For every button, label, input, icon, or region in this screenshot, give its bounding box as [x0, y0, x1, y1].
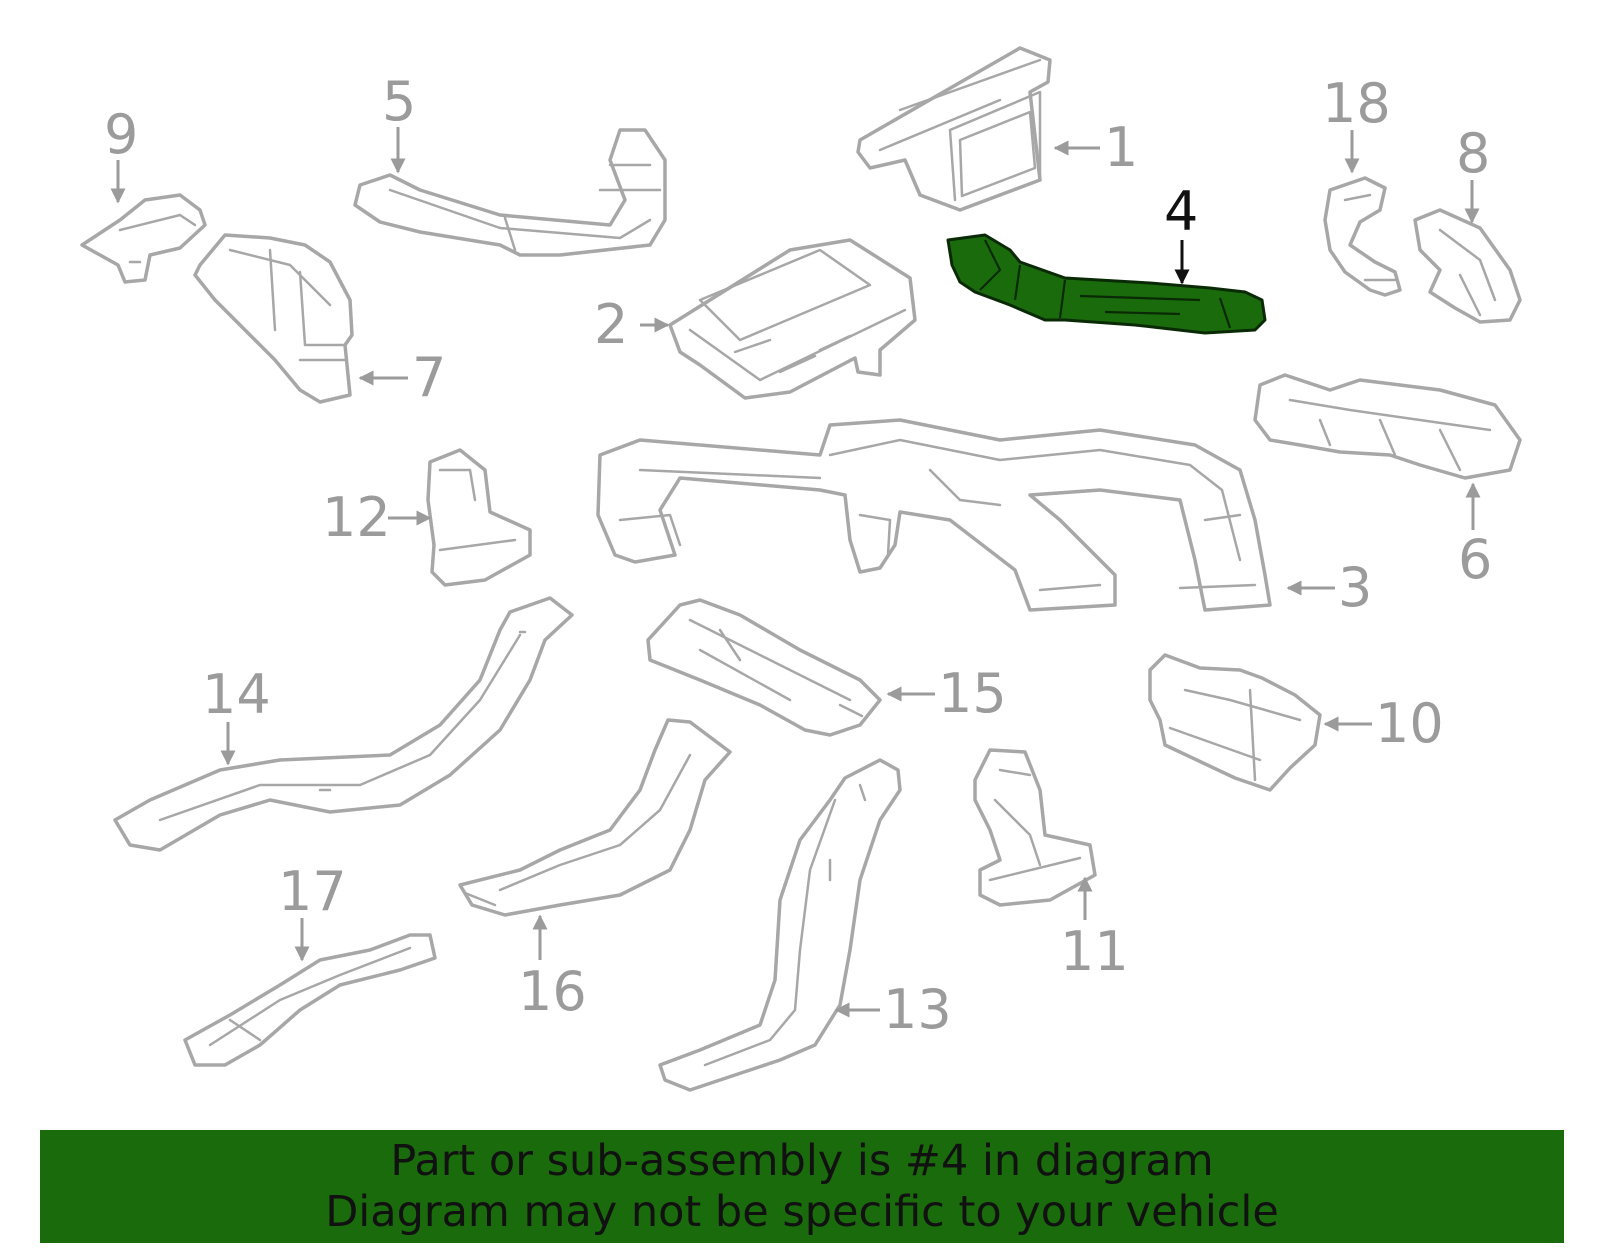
callout-11[interactable]: 11 — [1060, 876, 1129, 983]
callout-label-8: 8 — [1456, 122, 1490, 185]
callout-4[interactable]: 4 — [1164, 180, 1198, 285]
callout-label-1: 1 — [1104, 116, 1138, 179]
banner-line-2: Diagram may not be specific to your vehi… — [325, 1186, 1279, 1237]
part-16-floor-duct[interactable] — [458, 718, 732, 917]
part-7-blower-duct[interactable] — [193, 233, 354, 404]
callout-label-9: 9 — [104, 103, 138, 166]
callout-label-10: 10 — [1375, 692, 1444, 755]
callout-label-5: 5 — [382, 70, 416, 133]
part-9-bracket-duct[interactable] — [80, 193, 207, 284]
callout-label-11: 11 — [1060, 920, 1129, 983]
part-3-main-duct[interactable] — [596, 418, 1272, 612]
part-6-side-duct[interactable] — [1253, 373, 1522, 480]
part-17-floor-connector[interactable] — [183, 933, 437, 1067]
callout-16[interactable]: 16 — [518, 914, 587, 1023]
callout-label-18: 18 — [1322, 72, 1391, 135]
callout-6[interactable]: 6 — [1458, 482, 1492, 591]
part-18-hose[interactable] — [1323, 176, 1402, 297]
part-2-air-distribution-housing[interactable] — [668, 238, 917, 400]
part-4-duct-selected[interactable] — [946, 233, 1267, 335]
callout-12[interactable]: 12 — [322, 486, 432, 549]
callout-label-4: 4 — [1164, 180, 1198, 243]
parts-diagram: 1 2 3 4 5 6 7 8 9 10 11 12 — [80, 46, 1522, 1092]
part-13-rear-floor-duct[interactable] — [658, 758, 902, 1092]
callout-label-15: 15 — [938, 662, 1007, 725]
part-14-long-floor-duct[interactable] — [113, 596, 574, 852]
callout-label-14: 14 — [202, 663, 271, 726]
callout-13[interactable]: 13 — [834, 978, 952, 1041]
callout-5[interactable]: 5 — [382, 70, 416, 174]
callout-label-6: 6 — [1458, 528, 1492, 591]
callout-label-17: 17 — [278, 860, 347, 923]
callout-label-12: 12 — [322, 486, 391, 549]
part-5-upper-duct[interactable] — [353, 128, 667, 257]
callout-3[interactable]: 3 — [1286, 556, 1372, 619]
part-12-connector[interactable] — [426, 448, 532, 587]
callout-17[interactable]: 17 — [278, 860, 347, 962]
callout-label-2: 2 — [594, 293, 628, 356]
part-1-defroster-nozzle[interactable] — [856, 46, 1052, 212]
callout-8[interactable]: 8 — [1456, 122, 1490, 224]
callout-label-16: 16 — [518, 960, 587, 1023]
part-10-outlet-duct[interactable] — [1148, 653, 1322, 792]
callout-label-3: 3 — [1338, 556, 1372, 619]
callout-10[interactable]: 10 — [1323, 692, 1444, 755]
part-info-banner: Part or sub-assembly is #4 in diagram Di… — [40, 1130, 1564, 1243]
part-8-vent-duct[interactable] — [1413, 208, 1522, 324]
callout-7[interactable]: 7 — [358, 346, 446, 409]
callout-label-13: 13 — [883, 978, 952, 1041]
callout-2[interactable]: 2 — [594, 293, 670, 356]
callout-label-7: 7 — [412, 346, 446, 409]
part-11-floor-duct[interactable] — [973, 748, 1097, 907]
part-15-center-vent[interactable] — [646, 598, 882, 737]
callout-1[interactable]: 1 — [1053, 116, 1138, 179]
banner-line-1: Part or sub-assembly is #4 in diagram — [390, 1135, 1214, 1186]
callout-14[interactable]: 14 — [202, 663, 271, 766]
callout-15[interactable]: 15 — [886, 662, 1007, 725]
callout-18[interactable]: 18 — [1322, 72, 1391, 174]
callout-9[interactable]: 9 — [104, 103, 138, 204]
